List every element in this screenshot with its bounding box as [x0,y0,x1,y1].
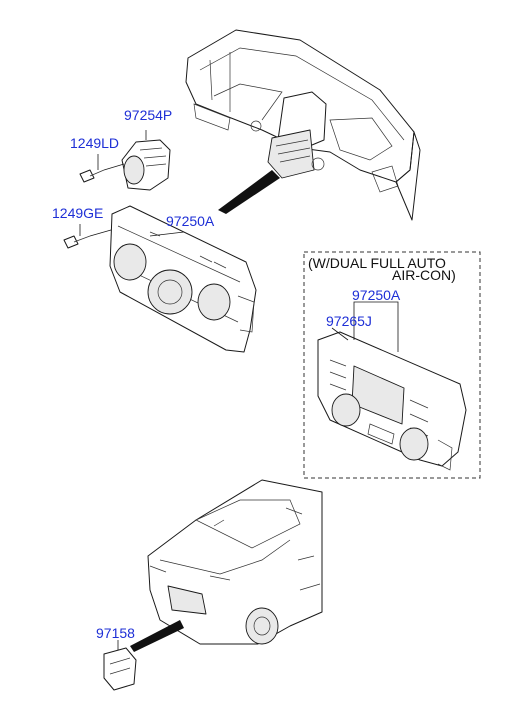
heater-control-manual-illustration [109,205,257,353]
callout-97250a-manual: 97250A [166,213,215,229]
dashboard-illustration [185,29,421,221]
vehicle-illustration [130,479,323,652]
callout-97265j: 97265J [326,313,372,329]
screw-1249ld-illustration [79,154,125,183]
sensor-97254p-illustration [121,130,171,191]
heater-control-auto-illustration [317,301,467,471]
callout-97254p: 97254P [124,107,173,123]
sensor-97158-illustration [103,640,137,691]
screw-1249ge-illustration [63,224,119,249]
callout-1249ld: 1249LD [70,135,120,151]
variant-note-line1: (W/DUAL FULL AUTO [308,255,446,271]
callout-97158: 97158 [96,625,135,641]
callout-1249ge: 1249GE [52,205,104,221]
variant-note-line2: AIR-CON) [392,267,456,283]
callout-97250a-auto: 97250A [352,287,401,303]
variant-box [303,251,481,479]
